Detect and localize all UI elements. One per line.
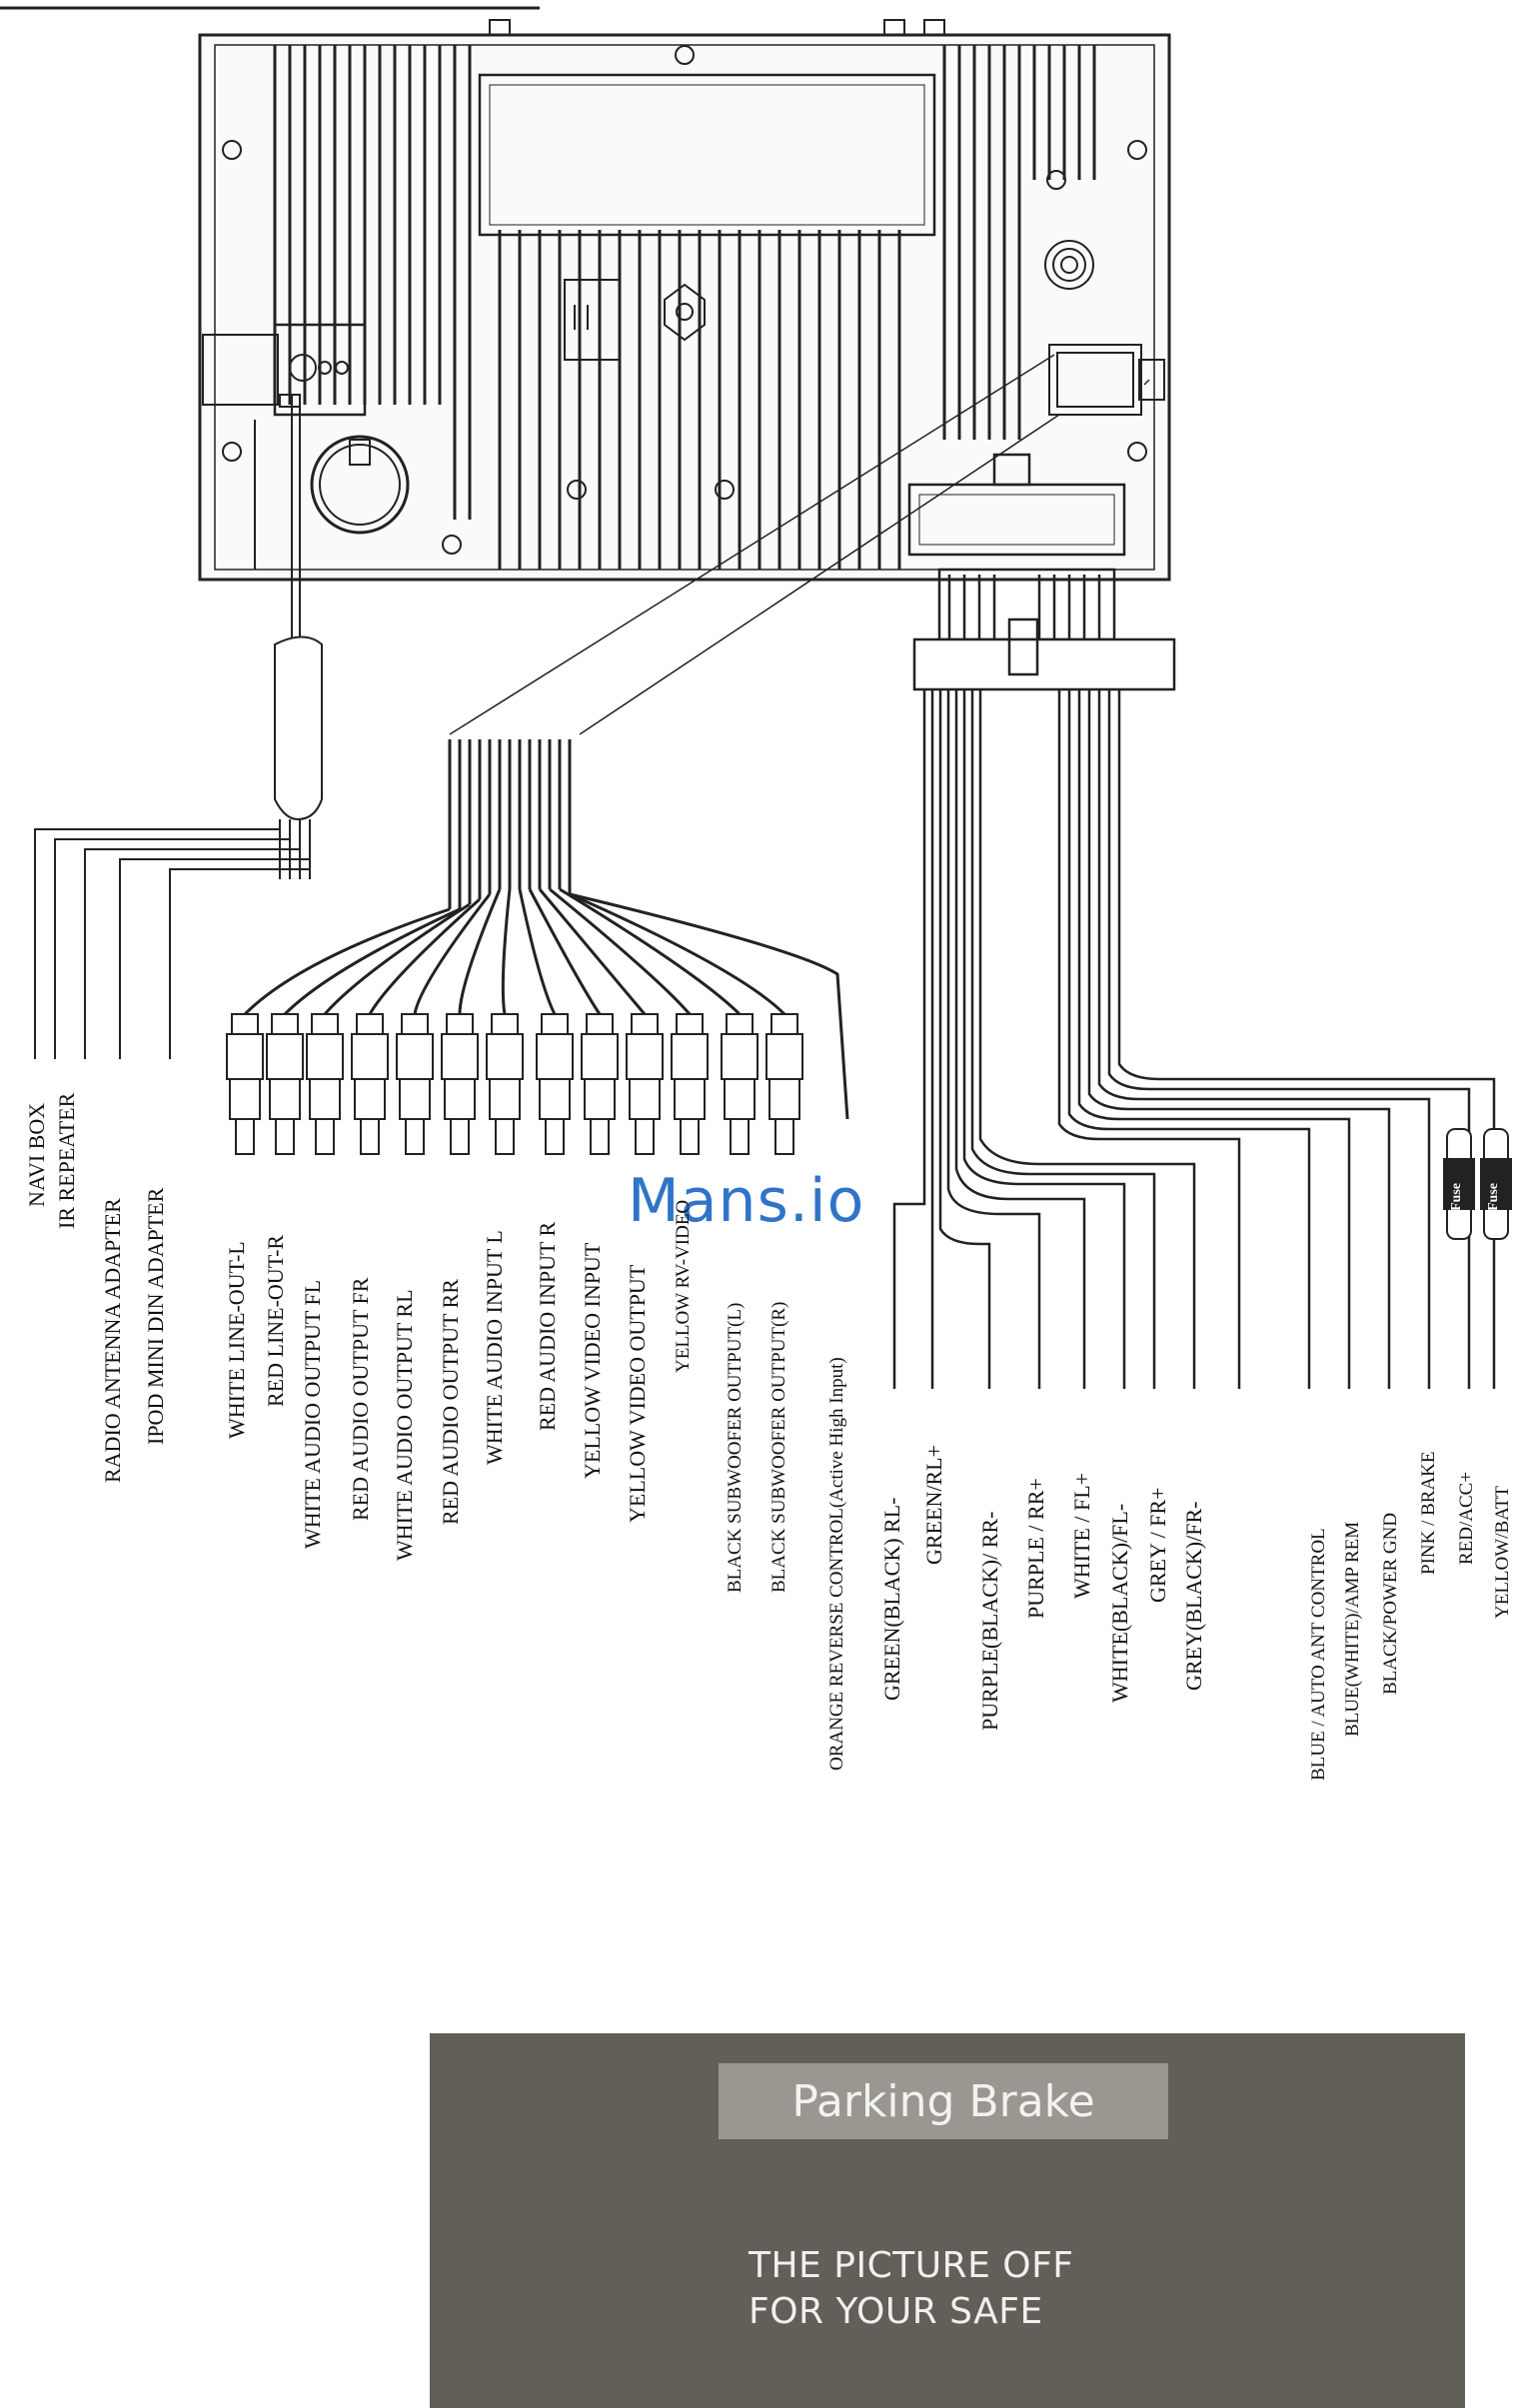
label-navi-box: NAVI BOX [24,1102,49,1207]
label-power-5: RED/ACC+ [1456,1471,1477,1565]
label-speaker-2: GREEN/RL+ [921,1445,946,1565]
left-connector-port [202,323,410,570]
antenna-jack [1044,240,1094,290]
label-power-1: BLUE / AUTO ANT CONTROL [1308,1528,1329,1781]
label-ipod-mini-din-adapter: IPOD MINI DIN ADAPTER [143,1187,168,1445]
fuse-label-1: Fuse [1449,1183,1464,1211]
label-speaker-1: GREEN(BLACK) RL- [879,1497,904,1701]
label-power-6: YELLOW/BATT [1492,1486,1513,1619]
label-power-3: BLACK/POWER GND [1380,1512,1401,1695]
main-harness-plug [907,453,1176,691]
label-power-2: BLUE(WHITE)/AMP REM [1342,1521,1363,1737]
rca-port [1048,344,1165,416]
fuse-icon [1443,1128,1512,1240]
parking-brake-title: Parking Brake [719,2063,1168,2139]
head-unit-chassis [198,19,1171,582]
heat-fins [273,45,1096,570]
label-rca-2: RED LINE-OUT-R [263,1234,288,1407]
label-ir-repeater: IR REPEATER [54,1092,79,1229]
label-power-4: PINK / BRAKE [1418,1451,1439,1575]
label-rca-4: RED AUDIO OUTPUT FR [348,1277,373,1521]
label-rca-9: YELLOW VIDEO INPUT [580,1242,605,1479]
adapter-cable [34,395,323,1059]
label-radio-antenna-adapter: RADIO ANTENNA ADAPTER [100,1198,125,1483]
power-wires [1057,689,1496,1389]
watermark: Mans.io [628,1166,865,1236]
label-rca-1: WHITE LINE-OUT-L [224,1241,249,1439]
label-speaker-6: WHITE(BLACK)/FL- [1107,1503,1132,1703]
label-rca-13: BLACK SUBWOOFER OUTPUT(R) [768,1301,789,1593]
label-speaker-8: GREY(BLACK)/FR- [1181,1501,1206,1691]
label-rca-10: YELLOW VIDEO OUTPUT [625,1264,650,1523]
label-rca-5: WHITE AUDIO OUTPUT RL [392,1289,417,1561]
speaker-wires [892,689,1196,1389]
label-rca-6: RED AUDIO OUTPUT RR [438,1279,463,1525]
label-speaker-5: WHITE / FL+ [1069,1472,1094,1599]
rca-lead [449,354,1150,735]
warning-line-1: THE PICTURE OFF [749,2245,1074,2286]
label-rca-8: RED AUDIO INPUT R [535,1221,560,1431]
wiring-diagram [0,6,1512,1389]
label-speaker-4: PURPLE / RR+ [1023,1478,1048,1619]
label-rca-11: YELLOW RV-VIDEO [673,1199,694,1373]
fuse-label-2: Fuse [1486,1183,1501,1211]
warning-line-2: FOR YOUR SAFE [749,2291,1043,2332]
label-speaker-3: PURPLE(BLACK)/ RR- [977,1511,1002,1731]
screws [222,45,1147,555]
label-speaker-7: GREY / FR+ [1145,1487,1170,1604]
rca-plugs [226,1013,803,1155]
label-rca-3: WHITE AUDIO OUTPUT FL [300,1279,325,1549]
rca-cable-bundle [243,739,849,1120]
label-rca-12: BLACK SUBWOOFER OUTPUT(L) [725,1302,746,1593]
label-rca-7: WHITE AUDIO INPUT L [482,1230,507,1465]
label-rca-14: ORANGE REVERSE CONTROL(Active High Input… [826,1357,847,1771]
center-connector [564,279,706,361]
